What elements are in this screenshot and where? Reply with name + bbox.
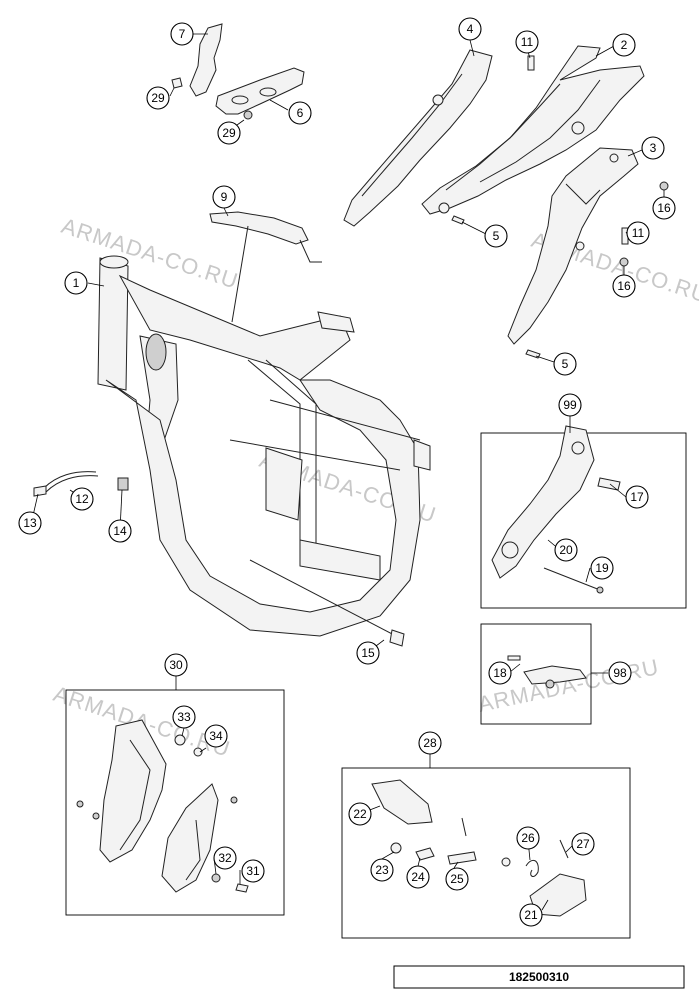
svg-text:11: 11 bbox=[632, 226, 645, 240]
group-98-box bbox=[480, 623, 592, 725]
callout-11: 11 bbox=[515, 30, 539, 54]
svg-text:23: 23 bbox=[375, 863, 389, 877]
svg-text:22: 22 bbox=[353, 807, 367, 821]
callout-2: 2 bbox=[612, 33, 636, 57]
callout-33: 33 bbox=[172, 705, 196, 729]
callout-1: 1 bbox=[64, 271, 88, 295]
svg-text:9: 9 bbox=[221, 190, 228, 204]
callout-18: 18 bbox=[488, 661, 512, 685]
svg-text:21: 21 bbox=[524, 908, 538, 922]
footpegs-28-drawing bbox=[371, 779, 587, 917]
hose-12-13-14 bbox=[33, 471, 129, 497]
callout-24: 24 bbox=[406, 865, 430, 889]
svg-text:98: 98 bbox=[613, 666, 627, 680]
callout-17: 17 bbox=[625, 485, 649, 509]
svg-text:11: 11 bbox=[521, 35, 534, 49]
bracket-7-drawing bbox=[171, 23, 223, 97]
callout-21: 21 bbox=[519, 903, 543, 927]
part-98-drawing bbox=[507, 655, 587, 689]
callout-32: 32 bbox=[213, 846, 237, 870]
svg-text:33: 33 bbox=[177, 710, 191, 724]
part-9-drawing bbox=[209, 211, 322, 323]
callout-29: 29 bbox=[217, 121, 241, 145]
svg-text:29: 29 bbox=[151, 91, 165, 105]
callout-30: 30 bbox=[164, 653, 188, 677]
svg-text:3: 3 bbox=[650, 141, 657, 155]
subframe-2-drawing bbox=[421, 45, 645, 215]
callout-98: 98 bbox=[608, 661, 632, 685]
svg-text:30: 30 bbox=[169, 658, 183, 672]
svg-text:16: 16 bbox=[617, 279, 631, 293]
rear-bracket-3-drawing bbox=[507, 147, 639, 345]
svg-text:32: 32 bbox=[218, 851, 232, 865]
svg-text:12: 12 bbox=[75, 492, 89, 506]
callout-19: 19 bbox=[590, 556, 614, 580]
callout-16: 16 bbox=[652, 196, 676, 220]
svg-text:34: 34 bbox=[209, 729, 223, 743]
callout-99: 99 bbox=[558, 393, 582, 417]
svg-text:6: 6 bbox=[297, 106, 304, 120]
svg-text:5: 5 bbox=[493, 229, 500, 243]
subframe-arm-4-drawing bbox=[343, 49, 493, 227]
callout-31: 31 bbox=[241, 859, 265, 883]
part-20-drawing bbox=[491, 425, 621, 594]
reference-number-box bbox=[393, 965, 685, 989]
svg-text:26: 26 bbox=[521, 831, 535, 845]
callout-4: 4 bbox=[458, 17, 482, 41]
callout-13: 13 bbox=[18, 511, 42, 535]
callout-22: 22 bbox=[348, 802, 372, 826]
callout-29: 29 bbox=[146, 86, 170, 110]
callout-25: 25 bbox=[445, 867, 469, 891]
svg-text:14: 14 bbox=[113, 524, 127, 538]
group-28-box bbox=[341, 767, 631, 939]
svg-text:20: 20 bbox=[559, 543, 573, 557]
svg-text:4: 4 bbox=[467, 22, 474, 36]
frame-guards-30-drawing bbox=[76, 719, 249, 893]
svg-text:99: 99 bbox=[563, 398, 577, 412]
svg-text:2: 2 bbox=[621, 38, 628, 52]
svg-text:1: 1 bbox=[73, 276, 80, 290]
bracket-6-drawing bbox=[215, 67, 305, 120]
svg-text:18: 18 bbox=[493, 666, 507, 680]
callout-28: 28 bbox=[418, 731, 442, 755]
callout-20: 20 bbox=[554, 538, 578, 562]
callout-3: 3 bbox=[641, 136, 665, 160]
svg-text:15: 15 bbox=[361, 646, 375, 660]
callout-7: 7 bbox=[170, 22, 194, 46]
svg-text:28: 28 bbox=[423, 736, 437, 750]
callout-11: 11 bbox=[626, 221, 650, 245]
svg-text:19: 19 bbox=[595, 561, 609, 575]
group-30-box bbox=[65, 689, 285, 916]
callout-6: 6 bbox=[288, 101, 312, 125]
callout-9: 9 bbox=[212, 185, 236, 209]
svg-text:25: 25 bbox=[450, 872, 464, 886]
svg-text:5: 5 bbox=[562, 357, 569, 371]
callout-23: 23 bbox=[370, 858, 394, 882]
callout-5: 5 bbox=[484, 224, 508, 248]
svg-text:29: 29 bbox=[222, 126, 236, 140]
svg-text:31: 31 bbox=[246, 864, 260, 878]
svg-text:17: 17 bbox=[630, 490, 644, 504]
main-frame-1-drawing bbox=[97, 255, 431, 647]
svg-text:13: 13 bbox=[23, 516, 37, 530]
callout-16: 16 bbox=[612, 274, 636, 298]
callout-14: 14 bbox=[108, 519, 132, 543]
reference-number: 182500310 bbox=[509, 970, 569, 984]
svg-text:7: 7 bbox=[179, 27, 186, 41]
callout-12: 12 bbox=[70, 487, 94, 511]
svg-text:24: 24 bbox=[411, 870, 425, 884]
svg-text:16: 16 bbox=[657, 201, 671, 215]
callout-27: 27 bbox=[571, 832, 595, 856]
callout-26: 26 bbox=[516, 826, 540, 850]
callout-34: 34 bbox=[204, 724, 228, 748]
callout-15: 15 bbox=[356, 641, 380, 665]
callout-5: 5 bbox=[553, 352, 577, 376]
svg-text:27: 27 bbox=[576, 837, 590, 851]
